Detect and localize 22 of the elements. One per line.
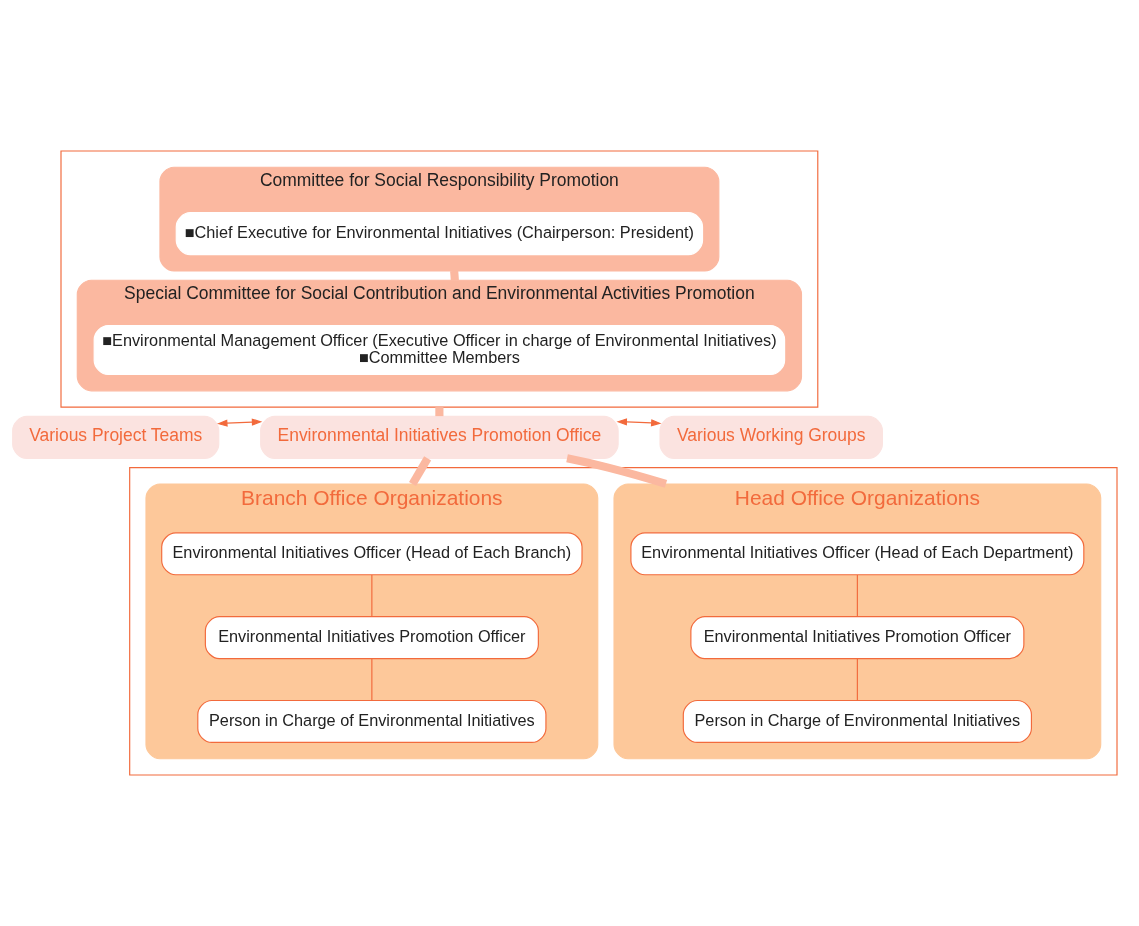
node-box: ■Environmental Management Officer (Executive Officer in charge of Environmental Initiatives) ■Committee Members (93, 325, 786, 376)
cluster (129, 467, 1118, 776)
node-box: Person in Charge of Environmental Initiatives (197, 699, 547, 743)
cluster (60, 150, 819, 408)
arrow (217, 418, 263, 427)
node-box: Environmental Initiatives Promotion Office (260, 415, 619, 459)
connector (371, 574, 373, 618)
arrow (616, 418, 662, 427)
node-box: Environmental Initiatives Promotion Officer (204, 616, 539, 660)
node-box: Person in Charge of Environmental Initiatives (682, 699, 1032, 743)
node-box: Various Working Groups (659, 415, 883, 459)
connector (435, 407, 444, 417)
node-box: Environmental Initiatives Officer (Head of Each Department) (630, 532, 1085, 576)
node-box: Environmental Initiatives Promotion Officer (690, 616, 1025, 660)
connector (450, 270, 459, 281)
node-box: Environmental Initiatives Officer (Head of Each Branch) (161, 532, 583, 576)
connector (856, 658, 858, 701)
connector (566, 454, 668, 488)
node-box: ■Chief Executive for Environmental Initiatives (Chairperson: President) (175, 212, 704, 256)
connector (856, 574, 858, 618)
connector (371, 658, 373, 701)
node-box: Various Project Teams (12, 415, 220, 459)
